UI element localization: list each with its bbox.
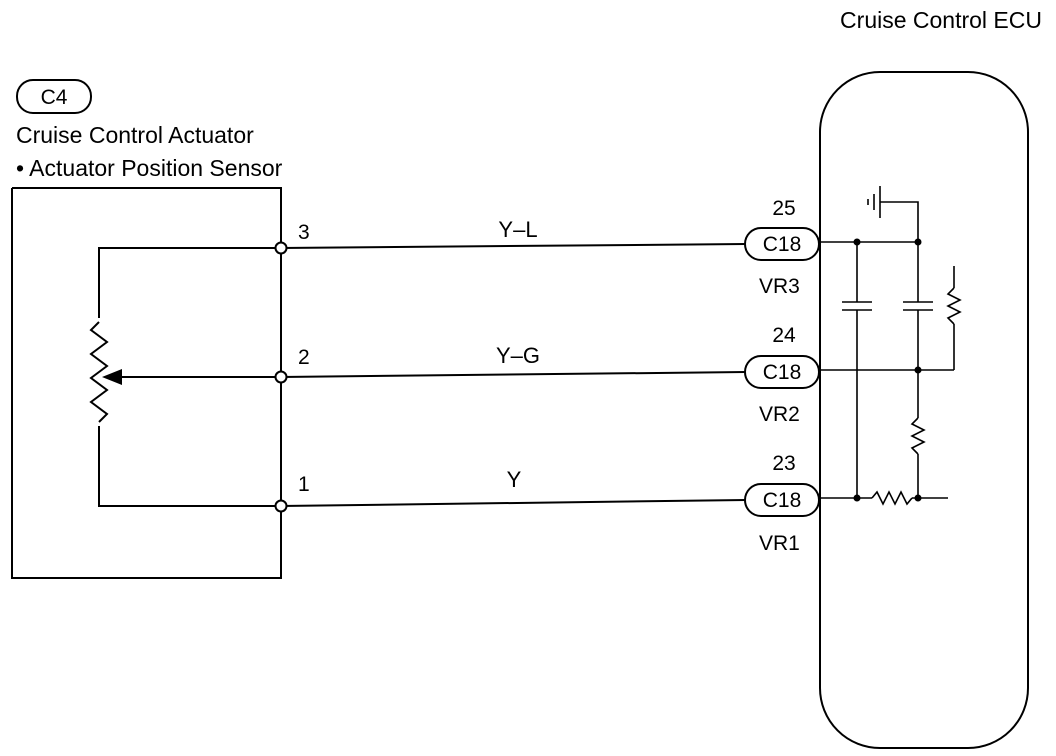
- terminal-1-dot: [274, 499, 288, 513]
- resistor-1-icon: [910, 417, 926, 498]
- ground-icon: [867, 186, 919, 242]
- pot-bottom-lead: [98, 426, 281, 507]
- wire-y: [280, 499, 747, 507]
- actuator-subtitle: • Actuator Position Sensor: [16, 155, 283, 181]
- pot-top-lead: [98, 247, 281, 318]
- ecu-title: Cruise Control ECU: [840, 7, 1042, 33]
- wire-y-g: [280, 371, 747, 378]
- terminal-3-dot: [274, 241, 288, 255]
- ecu-pin-25: 25: [772, 197, 795, 220]
- ecu-connector-vr1: C18: [763, 489, 802, 512]
- wire-color-y-l: Y–L: [498, 217, 537, 242]
- node-vr2: [914, 366, 922, 374]
- ecu-pin-24: 24: [772, 324, 796, 347]
- actuator-pin-2: 2: [298, 346, 310, 369]
- actuator-pin-3: 3: [298, 221, 310, 244]
- wire-color-y: Y: [507, 467, 522, 492]
- ecu-connector-badge-vr3: [744, 227, 820, 261]
- resistor-2-icon: [818, 490, 948, 506]
- wiper-arrow-icon: [102, 369, 122, 385]
- terminal-vr1: VR1: [759, 532, 800, 555]
- resistor-3-icon: [946, 266, 962, 370]
- actuator-title: Cruise Control Actuator: [16, 122, 254, 148]
- actuator-pin-1: 1: [298, 473, 310, 496]
- ecu-box: [819, 71, 1029, 749]
- wire-y-l: [280, 243, 747, 249]
- terminal-vr2: VR2: [759, 403, 800, 426]
- capacitor-2-icon: [903, 242, 933, 418]
- ecu-connector-vr3: C18: [763, 233, 802, 256]
- node-vr1-b: [914, 494, 922, 502]
- terminal-2-dot: [274, 370, 288, 384]
- capacitor-1-icon: [842, 242, 872, 498]
- ecu-connector-vr2: C18: [763, 361, 802, 384]
- potentiometer-icon: [89, 321, 109, 423]
- ecu-pin-23: 23: [772, 452, 795, 475]
- actuator-connector-badge: [16, 79, 92, 114]
- actuator-box: [11, 187, 282, 579]
- ecu-connector-badge-vr2: [744, 355, 820, 389]
- terminal-vr3: VR3: [759, 275, 800, 298]
- wire-color-y-g: Y–G: [496, 343, 540, 368]
- ecu-connector-badge-vr1: [744, 483, 820, 517]
- actuator-connector-label: C4: [41, 86, 68, 109]
- node-vr1-a: [853, 494, 861, 502]
